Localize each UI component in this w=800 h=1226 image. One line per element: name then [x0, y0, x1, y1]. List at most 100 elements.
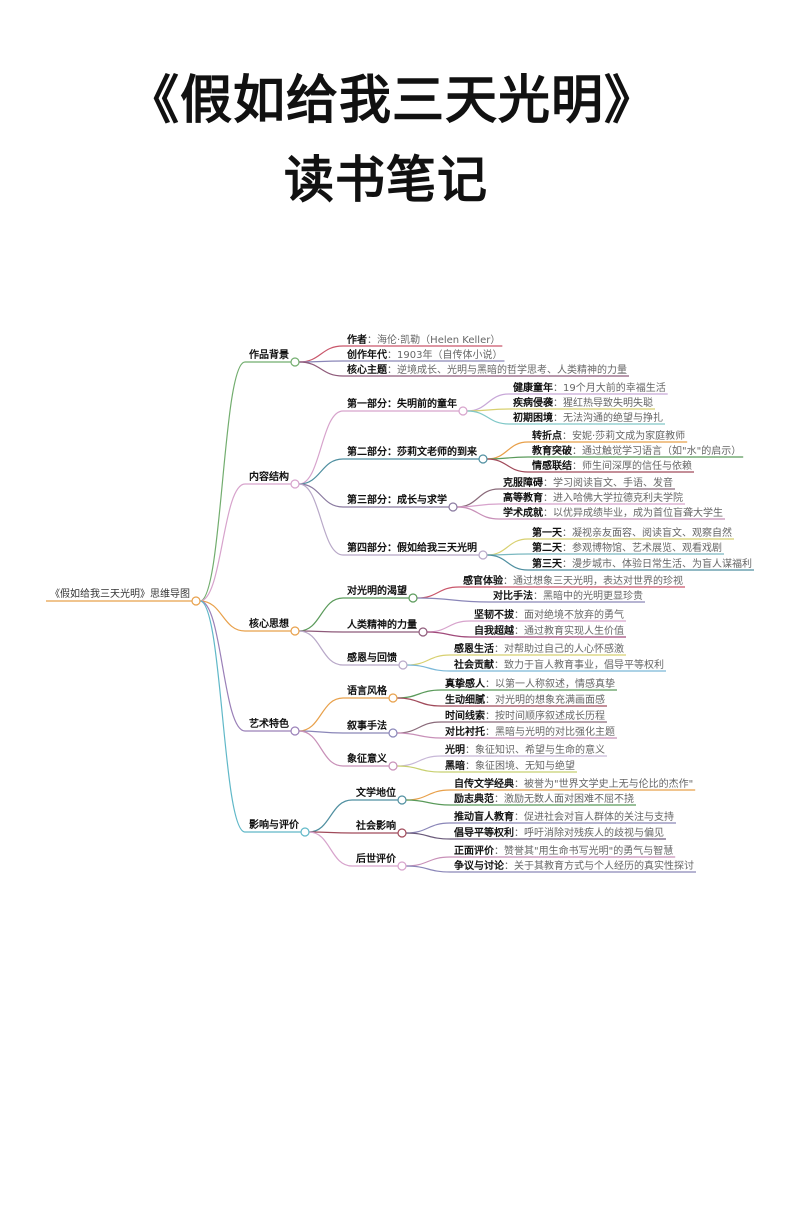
svg-text:感恩生活：对帮助过自己的人心怀感激: 感恩生活：对帮助过自己的人心怀感激	[454, 642, 624, 655]
leaf-colon: ：	[485, 679, 495, 690]
branch-line	[486, 458, 529, 473]
svg-text:对比手法：黑暗中的光明更显珍贵: 对比手法：黑暗中的光明更显珍贵	[493, 589, 643, 602]
subtopic-node[interactable]: 第三部分：成长与求学	[347, 493, 458, 512]
subtopic-node-label: 对光明的渴望	[347, 584, 407, 597]
subtopic-node-label: 叙事手法	[346, 719, 387, 732]
leaf-key: 学术成就	[503, 506, 543, 519]
branch-node-label: 内容结构	[249, 470, 289, 483]
leaf-item: 第三天：漫步城市、体验日常生活、为盲人谋福利	[532, 557, 752, 570]
expand-node-icon[interactable]	[191, 596, 201, 606]
subtopic-node[interactable]: 感恩与回馈	[347, 651, 408, 670]
expand-node-icon[interactable]	[388, 728, 398, 738]
leaf-value: 黑暗与光明的对比强化主题	[495, 725, 615, 738]
svg-text:初期困境：无法沟通的绝望与挣扎: 初期困境：无法沟通的绝望与挣扎	[513, 411, 663, 424]
leaf-key: 初期困境	[513, 411, 553, 424]
leaf-key: 坚韧不拔	[474, 608, 515, 621]
leaf-key: 光明	[444, 743, 465, 756]
subtopic-node[interactable]: 语言风格	[347, 684, 398, 703]
branch-node[interactable]: 艺术特色	[249, 717, 300, 736]
leaf-colon: ：	[533, 591, 543, 602]
svg-text:创作年代：1903年（自传体小说）: 创作年代：1903年（自传体小说）	[346, 348, 502, 361]
subtopic-node[interactable]: 第一部分：失明前的童年	[347, 397, 468, 416]
branch-line	[396, 765, 442, 773]
expand-node-icon[interactable]	[290, 726, 300, 736]
expand-node-icon[interactable]	[300, 827, 310, 837]
branch-line	[396, 697, 442, 707]
branch-line	[308, 831, 353, 867]
branch-node[interactable]: 内容结构	[249, 470, 300, 489]
branch-node-label: 影响与评价	[249, 818, 300, 831]
page-subtitle: 读书笔记	[284, 150, 488, 209]
expand-node-icon[interactable]	[290, 357, 300, 367]
leaf-item: 感官体验：通过想象三天光明，表达对世界的珍视	[463, 574, 683, 587]
subtopic-node-label: 第二部分：莎莉文老师的到来	[347, 445, 478, 458]
leaf-colon: ：	[465, 745, 475, 756]
leaf-value: 激励无数人面对困难不屈不挠	[504, 792, 634, 805]
expand-node-icon[interactable]	[397, 828, 407, 838]
svg-text:学术成就：以优异成绩毕业，成为首位盲聋大学生: 学术成就：以优异成绩毕业，成为首位盲聋大学生	[503, 506, 723, 519]
branch-line	[456, 506, 500, 520]
expand-node-icon[interactable]	[290, 626, 300, 636]
subtopic-node[interactable]: 象征意义	[347, 752, 398, 771]
leaf-colon: ：	[572, 461, 582, 472]
leaf-item: 初期困境：无法沟通的绝望与挣扎	[513, 411, 663, 424]
leaf-value: 促进社会对盲人群体的关注与支持	[524, 810, 674, 823]
leaf-item: 健康童年：19个月大前的幸福生活	[513, 381, 666, 394]
subtopic-node-label: 语言风格	[347, 684, 388, 697]
leaf-item: 第一天：凝视亲友面容、阅读盲文、观察自然	[532, 526, 732, 539]
expand-node-icon[interactable]	[388, 761, 398, 771]
expand-node-icon[interactable]	[290, 479, 300, 489]
branch-node[interactable]: 作品背景	[249, 348, 300, 367]
expand-node-icon[interactable]	[418, 627, 428, 637]
leaf-value: 象征困境、无知与绝望	[475, 759, 575, 772]
branch-node[interactable]: 影响与评价	[249, 818, 310, 837]
leaf-value: 象征知识、希望与生命的意义	[475, 743, 605, 756]
leaf-value: 黑暗中的光明更显珍贵	[543, 589, 643, 602]
subtopic-node[interactable]: 第四部分：假如给我三天光明	[347, 541, 488, 560]
expand-node-icon[interactable]	[448, 502, 458, 512]
expand-node-icon[interactable]	[408, 593, 418, 603]
leaf-value: 凝视亲友面容、阅读盲文、观察自然	[572, 526, 732, 539]
subtopic-node[interactable]: 叙事手法	[346, 719, 398, 738]
expand-node-icon[interactable]	[388, 693, 398, 703]
svg-text:高等教育：进入哈佛大学拉德克利夫学院: 高等教育：进入哈佛大学拉德克利夫学院	[503, 491, 683, 504]
svg-text:对比衬托：黑暗与光明的对比强化主题: 对比衬托：黑暗与光明的对比强化主题	[445, 725, 615, 738]
leaf-item: 对比衬托：黑暗与光明的对比强化主题	[445, 725, 615, 738]
root-node[interactable]: 《假如给我三天光明》思维导图	[50, 587, 201, 606]
branch-line	[405, 865, 451, 873]
branch-line	[405, 799, 451, 806]
branch-line	[486, 554, 529, 571]
subtopic-node[interactable]: 人类精神的力量	[347, 618, 428, 637]
subtopic-node[interactable]: 对光明的渴望	[347, 584, 418, 603]
leaf-key: 第二天	[532, 541, 563, 554]
svg-text:自我超越：通过教育实现人生价值: 自我超越：通过教育实现人生价值	[474, 624, 624, 637]
leaf-value: 19个月大前的幸福生活	[563, 381, 666, 394]
subtopic-node[interactable]: 后世评价	[356, 852, 407, 871]
leaf-colon: ：	[514, 828, 524, 839]
leaf-key: 高等教育	[503, 491, 543, 504]
leaf-colon: ：	[543, 478, 553, 489]
svg-text:社会贡献：致力于盲人教育事业，倡导平等权利: 社会贡献：致力于盲人教育事业，倡导平等权利	[453, 658, 664, 671]
branch-line	[405, 856, 451, 867]
expand-node-icon[interactable]	[458, 406, 468, 416]
subtopic-node[interactable]: 第二部分：莎莉文老师的到来	[347, 445, 488, 464]
leaf-value: 1903年（自传体小说）	[397, 348, 502, 361]
leaf-item: 生动细腻：对光明的想象充满画面感	[445, 693, 605, 706]
branch-node-label: 艺术特色	[249, 717, 289, 730]
subtopic-node-label: 第三部分：成长与求学	[347, 493, 447, 506]
expand-node-icon[interactable]	[478, 550, 488, 560]
leaf-item: 高等教育：进入哈佛大学拉德克利夫学院	[503, 491, 683, 504]
leaf-colon: ：	[494, 794, 504, 805]
expand-node-icon[interactable]	[398, 660, 408, 670]
svg-text:正面评价：赞誉其"用生命书写光明"的勇气与智慧: 正面评价：赞誉其"用生命书写光明"的勇气与智慧	[454, 844, 673, 857]
subtopic-node[interactable]: 文学地位	[356, 786, 407, 805]
expand-node-icon[interactable]	[397, 861, 407, 871]
subtopic-node-label: 文学地位	[356, 786, 396, 799]
subtopic-node[interactable]: 社会影响	[355, 819, 407, 838]
expand-node-icon[interactable]	[397, 795, 407, 805]
expand-node-icon[interactable]	[478, 454, 488, 464]
svg-text:争议与讨论：关于其教育方式与个人经历的真实性探讨: 争议与讨论：关于其教育方式与个人经历的真实性探讨	[454, 859, 694, 872]
svg-text:自传文学经典：被誉为"世界文学史上无与伦比的杰作": 自传文学经典：被誉为"世界文学史上无与伦比的杰作"	[454, 777, 693, 790]
branch-node[interactable]: 核心思想	[249, 617, 300, 636]
